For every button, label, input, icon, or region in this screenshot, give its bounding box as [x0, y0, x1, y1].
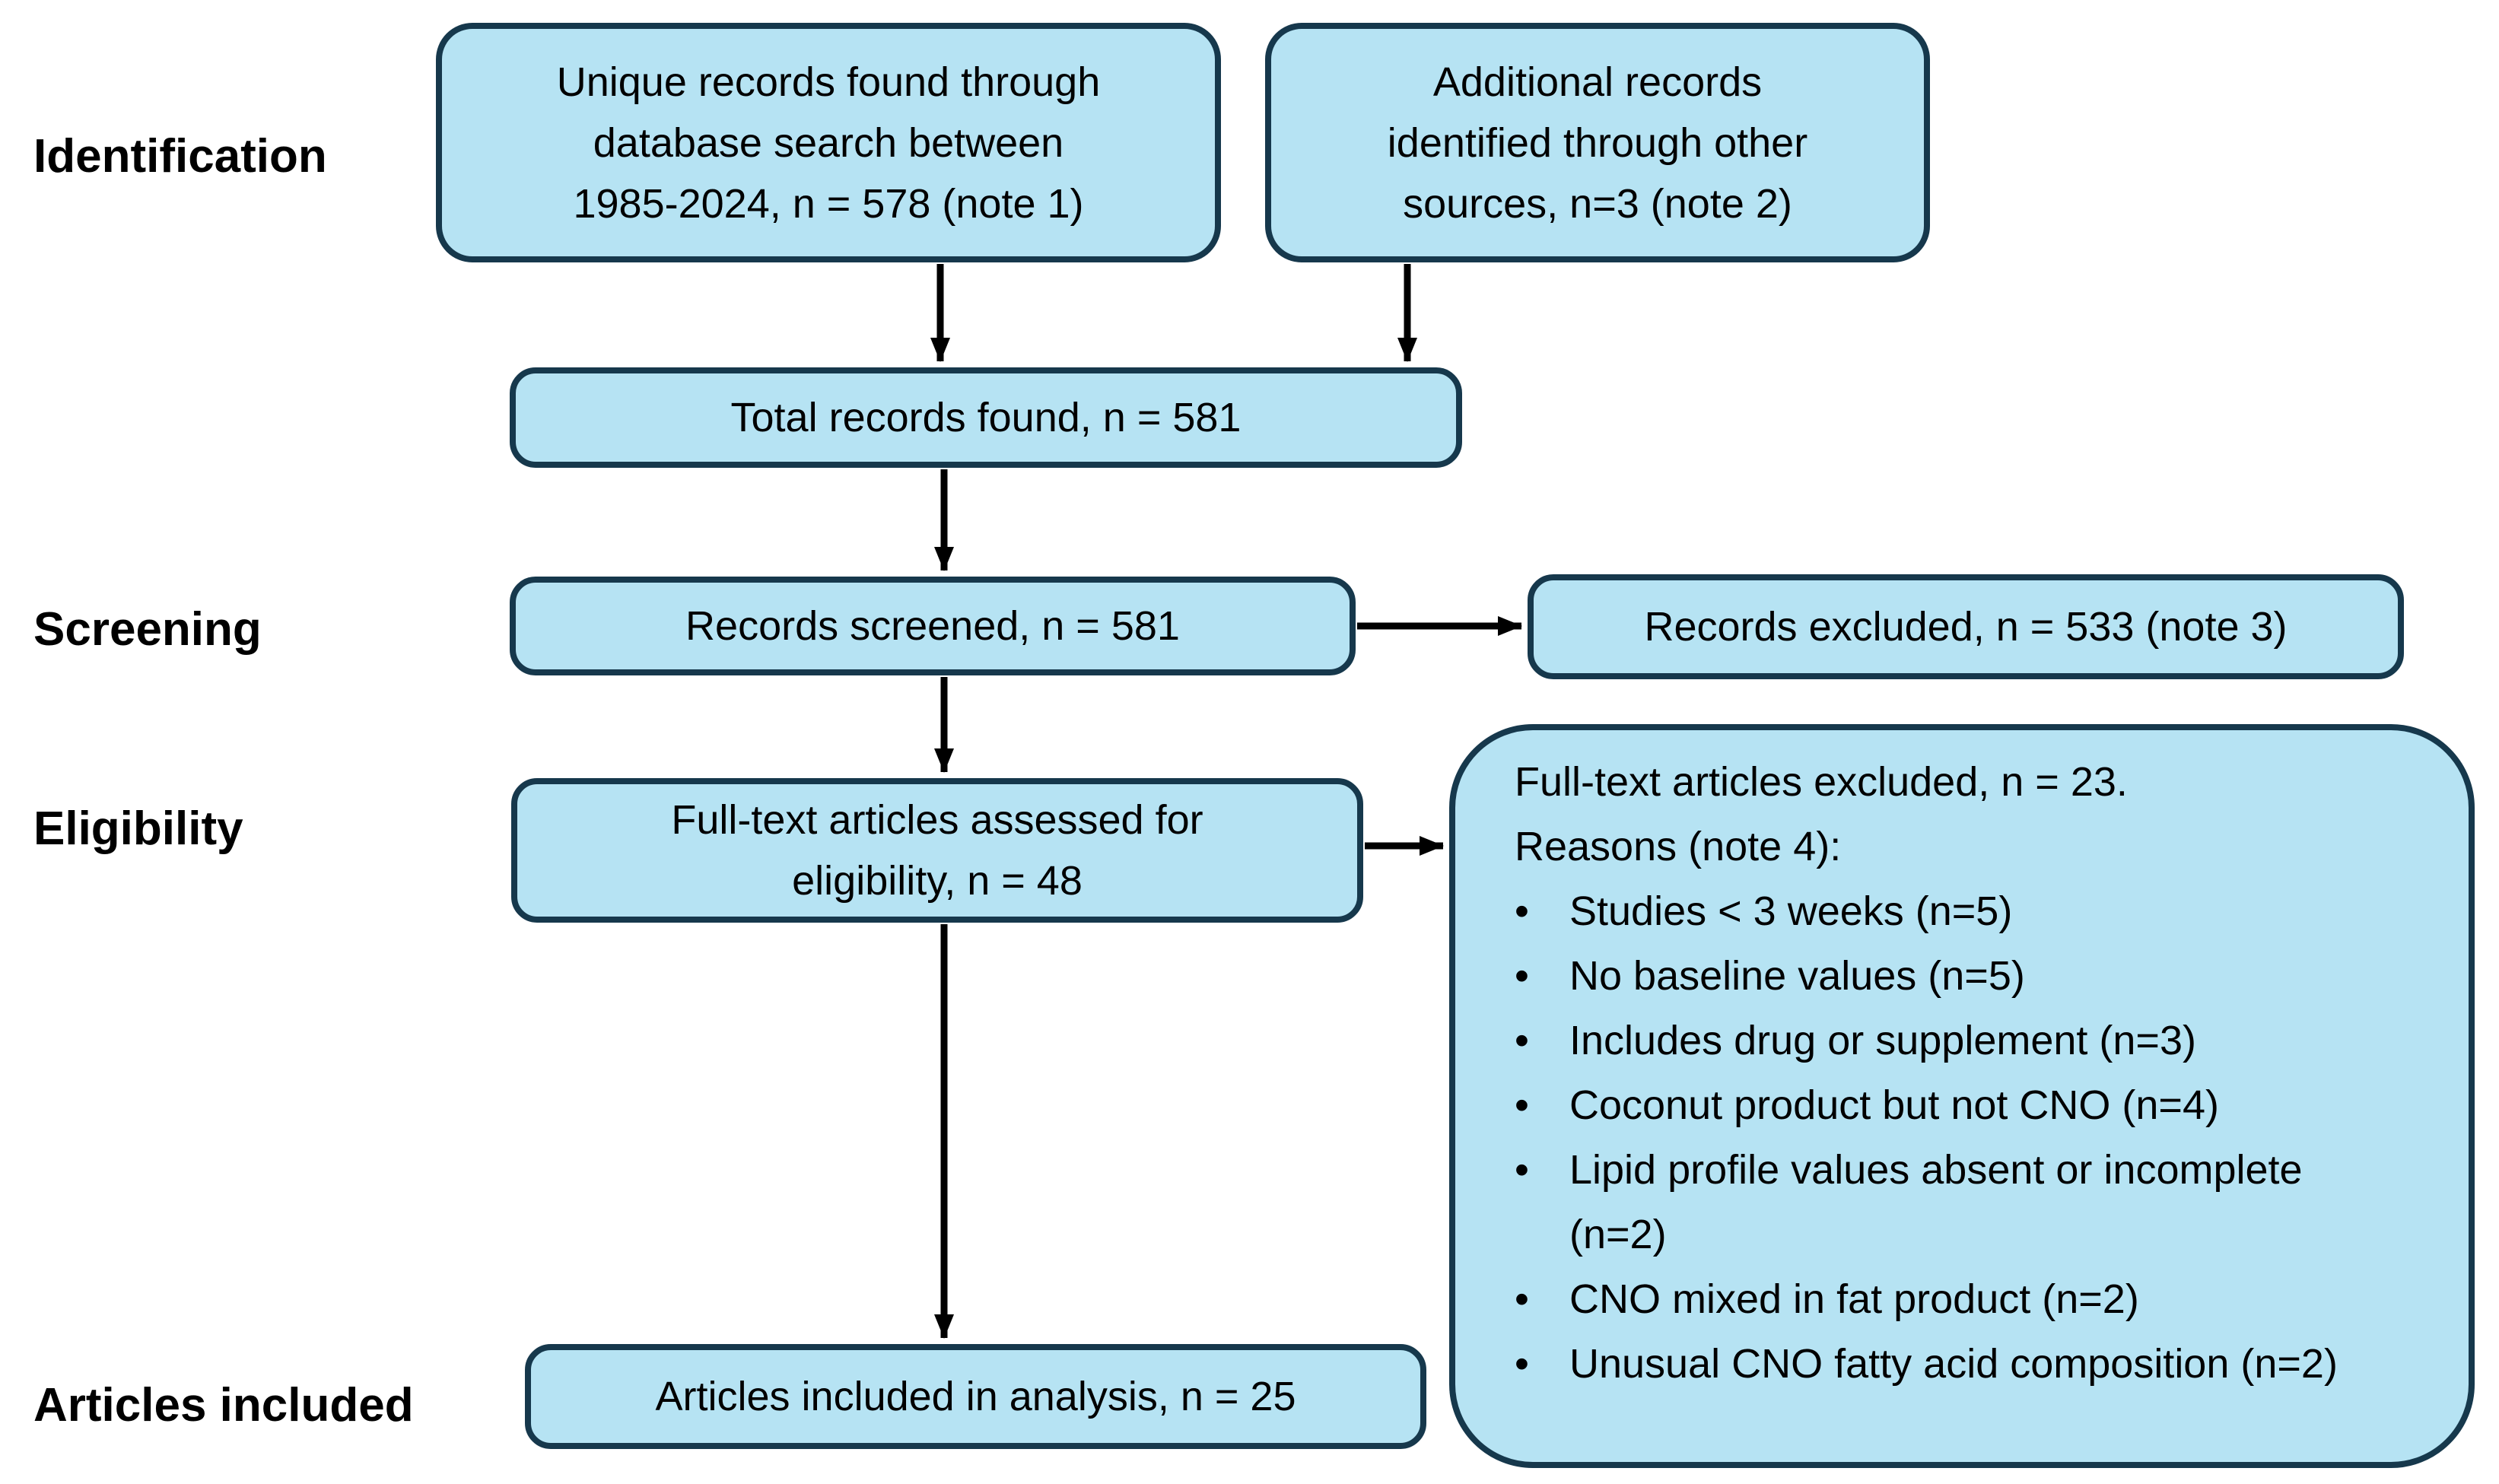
- stage-label-articles-included: Articles included: [33, 1379, 414, 1432]
- bullet-marker: •: [1515, 1276, 1529, 1322]
- reason-text: Unusual CNO fatty acid composition (n=2): [1569, 1341, 2338, 1387]
- bullet-marker: •: [1515, 1341, 1529, 1387]
- exclusion-title-line: Full-text articles excluded, n = 23.: [1515, 759, 2128, 805]
- box-text-line: Full-text articles assessed for: [671, 797, 1203, 843]
- reason-text: CNO mixed in fat product (n=2): [1569, 1276, 2139, 1322]
- bullet-marker: •: [1515, 1082, 1529, 1128]
- exclusion-title-line: Reasons (note 4):: [1515, 824, 1842, 869]
- reason-text: Studies < 3 weeks (n=5): [1569, 888, 2013, 934]
- reason-item: • Lipid profile values absent or incompl…: [1515, 1138, 2377, 1267]
- box-additional-records: Additional records identified through ot…: [1265, 23, 1930, 262]
- box-fulltext-excluded: Full-text articles excluded, n = 23. Rea…: [1449, 724, 2475, 1468]
- box-text-line: Additional records: [1432, 59, 1763, 105]
- reason-item: • No baseline values (n=5): [1515, 944, 2377, 1009]
- reason-text: No baseline values (n=5): [1569, 953, 2025, 999]
- box-unique-records: Unique records found through database se…: [436, 23, 1221, 262]
- reason-item: • Coconut product but not CNO (n=4): [1515, 1073, 2377, 1138]
- box-text-line: eligibility, n = 48: [792, 858, 1083, 904]
- bullet-marker: •: [1515, 1147, 1529, 1193]
- box-text-line: database search between: [593, 119, 1064, 166]
- reason-text: Coconut product but not CNO (n=4): [1569, 1082, 2219, 1128]
- box-text-line: identified through other: [1387, 119, 1808, 166]
- stage-label-eligibility: Eligibility: [33, 802, 243, 855]
- exclusion-reason-list: • Studies < 3 weeks (n=5) • No baseline …: [1515, 879, 2377, 1397]
- bullet-marker: •: [1515, 1018, 1529, 1063]
- box-text-line: Records excluded, n = 533 (note 3): [1644, 604, 2288, 650]
- box-fulltext-assessed: Full-text articles assessed for eligibil…: [511, 778, 1363, 923]
- box-text-line: Total records found, n = 581: [730, 395, 1242, 440]
- box-total-records: Total records found, n = 581: [510, 367, 1462, 468]
- bullet-marker: •: [1515, 888, 1529, 934]
- box-records-screened: Records screened, n = 581: [510, 577, 1356, 675]
- box-articles-included: Articles included in analysis, n = 25: [525, 1344, 1426, 1449]
- box-records-excluded: Records excluded, n = 533 (note 3): [1528, 574, 2404, 679]
- box-text-line: Articles included in analysis, n = 25: [655, 1374, 1296, 1419]
- box-text-line: 1985-2024, n = 578 (note 1): [573, 180, 1084, 227]
- reason-text: Includes drug or supplement (n=3): [1569, 1018, 2196, 1063]
- reason-item: • CNO mixed in fat product (n=2): [1515, 1267, 2377, 1332]
- box-text-line: Unique records found through: [556, 59, 1101, 105]
- bullet-marker: •: [1515, 953, 1529, 999]
- box-text-line: sources, n=3 (note 2): [1403, 180, 1792, 227]
- reason-item: • Unusual CNO fatty acid composition (n=…: [1515, 1332, 2377, 1397]
- stage-label-identification: Identification: [33, 130, 327, 183]
- stage-label-screening: Screening: [33, 603, 262, 656]
- reason-text: Lipid profile values absent or incomplet…: [1569, 1147, 2303, 1257]
- reason-item: • Studies < 3 weeks (n=5): [1515, 879, 2377, 944]
- box-text-line: Records screened, n = 581: [685, 603, 1180, 649]
- reason-item: • Includes drug or supplement (n=3): [1515, 1009, 2377, 1073]
